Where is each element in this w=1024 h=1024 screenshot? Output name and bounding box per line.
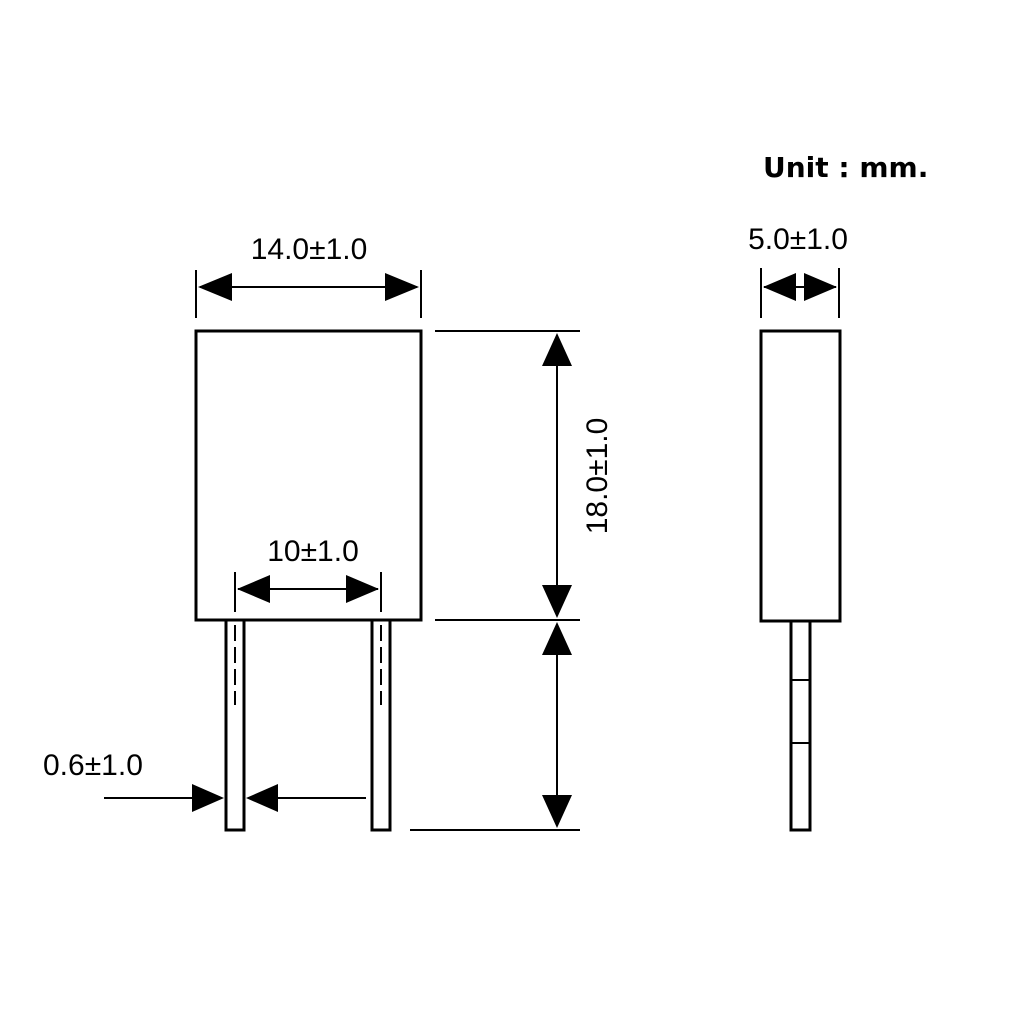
side-view: 5.0±1.0	[748, 223, 848, 832]
body-width-label: 14.0±1.0	[251, 233, 368, 266]
front-view: 14.0±1.0 10±1.0 0.6±1.0	[43, 233, 614, 832]
side-lead	[789, 619, 812, 832]
body-thickness-dimension: 5.0±1.0	[748, 223, 848, 318]
body-height-dimension: 18.0±1.0	[410, 330, 614, 831]
arrow-up-icon	[542, 622, 572, 655]
arrow-left-icon	[763, 273, 796, 301]
arrow-left-icon	[198, 273, 232, 301]
arrow-left-icon	[246, 784, 278, 812]
arrow-down-icon	[542, 585, 572, 618]
lead-diameter-label: 0.6±1.0	[43, 749, 143, 782]
arrow-up-icon	[542, 333, 572, 366]
left-lead	[224, 618, 246, 832]
arrow-right-icon	[346, 575, 379, 603]
side-body	[759, 329, 842, 623]
right-lead	[370, 618, 392, 832]
arrow-right-icon	[192, 784, 224, 812]
body-width-dimension: 14.0±1.0	[195, 233, 422, 318]
lead-pitch-label: 10±1.0	[267, 535, 359, 568]
front-body	[194, 329, 423, 622]
arrow-right-icon	[804, 273, 837, 301]
lead-pitch-dimension: 10±1.0	[234, 535, 382, 612]
lead-diameter-dimension: 0.6±1.0	[43, 749, 366, 812]
arrow-right-icon	[385, 273, 419, 301]
arrow-down-icon	[542, 795, 572, 828]
body-thickness-label: 5.0±1.0	[748, 223, 848, 256]
body-height-label: 18.0±1.0	[581, 418, 614, 535]
unit-label: Unit : mm.	[763, 151, 928, 184]
arrow-left-icon	[237, 575, 270, 603]
